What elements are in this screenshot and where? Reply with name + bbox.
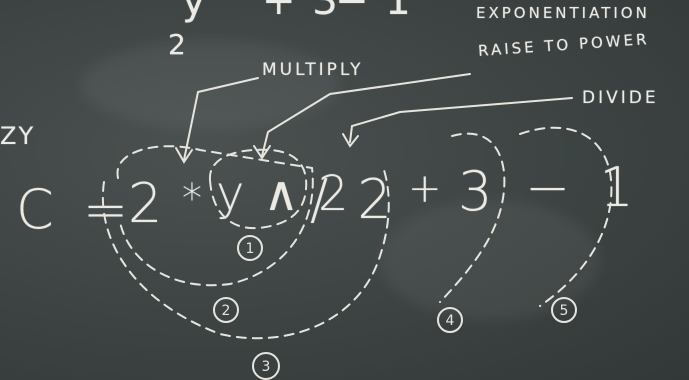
group-loop-4 [439, 132, 506, 303]
group-loop-5 [519, 126, 613, 307]
equation-star: * [182, 176, 208, 222]
label-multiply: MULTIPLY [262, 60, 364, 80]
order-number-3: 3 [262, 359, 271, 375]
equation-plus: + [408, 166, 448, 212]
multiply-arrow [183, 77, 259, 161]
order-circle-5 [551, 297, 577, 323]
exponent-arrow [261, 73, 471, 157]
divide-arrow [349, 97, 573, 143]
fragment-denominator: 2 [168, 28, 188, 61]
order-number-5: 5 [560, 303, 569, 319]
fragment-plus-three: + 3 [262, 0, 340, 24]
equation-minus-one: − 1 [525, 156, 640, 219]
equation-slash-two: / 2 [310, 168, 398, 231]
order-circle-1 [237, 235, 263, 261]
group-loop-1 [208, 148, 308, 230]
group-loop-3 [101, 169, 390, 340]
fragment-minus-one: − 1 [335, 0, 413, 24]
equation-two: 2 [128, 172, 169, 235]
order-circle-2 [213, 297, 239, 323]
group-loop-2 [116, 145, 314, 287]
order-number-2: 2 [222, 303, 231, 319]
equation-y-caret-two: y ∧ 2 [216, 166, 351, 222]
margin-text: ZY [0, 122, 36, 150]
multiply-arrowhead [175, 147, 193, 164]
order-circle-4 [437, 307, 463, 333]
divide-arrowhead [342, 133, 359, 148]
label-exponentiation: EXPONENTIATION [476, 4, 650, 22]
equation-three: 3 [458, 160, 499, 223]
label-divide: DIVIDE [582, 88, 659, 108]
order-number-1: 1 [246, 241, 255, 257]
order-circle-3 [252, 352, 280, 380]
fragment-y: y [182, 0, 208, 24]
order-number-4: 4 [446, 313, 455, 329]
equation-c-equals: C = [16, 178, 135, 241]
